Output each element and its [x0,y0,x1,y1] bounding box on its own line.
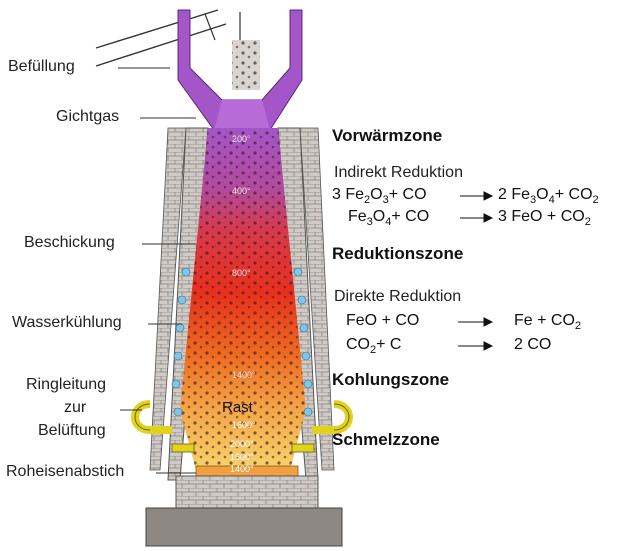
eq1-right: 2 Fe3O4+ CO2 [498,186,599,207]
charging-chute [95,9,260,90]
temp-400: 400° [232,186,251,196]
eq4-right: 2 CO [514,336,552,353]
title-indirekt-reduktion: Indirekt Reduktion [334,164,463,181]
label-wasserkuehlung: Wasserkühlung [12,314,122,331]
title-direkte-reduktion: Direkte Reduktion [334,288,462,305]
label-ringleitung-line1: Ringleitung [26,376,107,393]
temp-800: 800° [232,268,251,278]
ring-main [131,400,353,453]
eq3-left: FeO + CO [346,312,420,329]
temp-2000: 2000° [230,439,254,449]
temp-200: 200° [232,134,251,144]
label-ringleitung-line2: zur [64,399,87,416]
zone-reduktionszone: Reduktionszone [332,244,464,263]
eq3-right: Fe + CO2 [514,312,582,333]
zone-vorwaermzone: Vorwärmzone [332,126,443,145]
reaction-arrows [458,191,494,351]
temp-1400-mid: 1400° [232,370,256,380]
label-rast: Rast [222,399,253,416]
leader-lines [118,67,196,474]
eq2-left: Fe3O4+ CO [348,208,430,229]
eq2-right: 3 FeO + CO2 [498,208,591,229]
temp-1600-rast: 1600° [232,420,256,430]
label-befuellung: Befüllung [8,58,75,75]
eq4-left: CO2+ C [346,336,402,357]
temp-1600-low: 1600° [230,452,254,462]
label-gichtgas: Gichtgas [56,108,120,125]
label-beschickung: Beschickung [24,234,115,251]
label-roheisenabstich: Roheisenabstich [6,463,125,480]
water-cooling-pipes [171,267,313,417]
label-ringleitung-line3: Belüftung [38,422,106,439]
zone-schmelzzone: Schmelzzone [332,430,440,449]
eq1-left: 3 Fe2O3+ CO [332,186,427,207]
foundation [145,507,343,547]
zone-kohlungszone: Kohlungszone [332,370,450,389]
temp-1400-low: 1400° [230,464,254,474]
